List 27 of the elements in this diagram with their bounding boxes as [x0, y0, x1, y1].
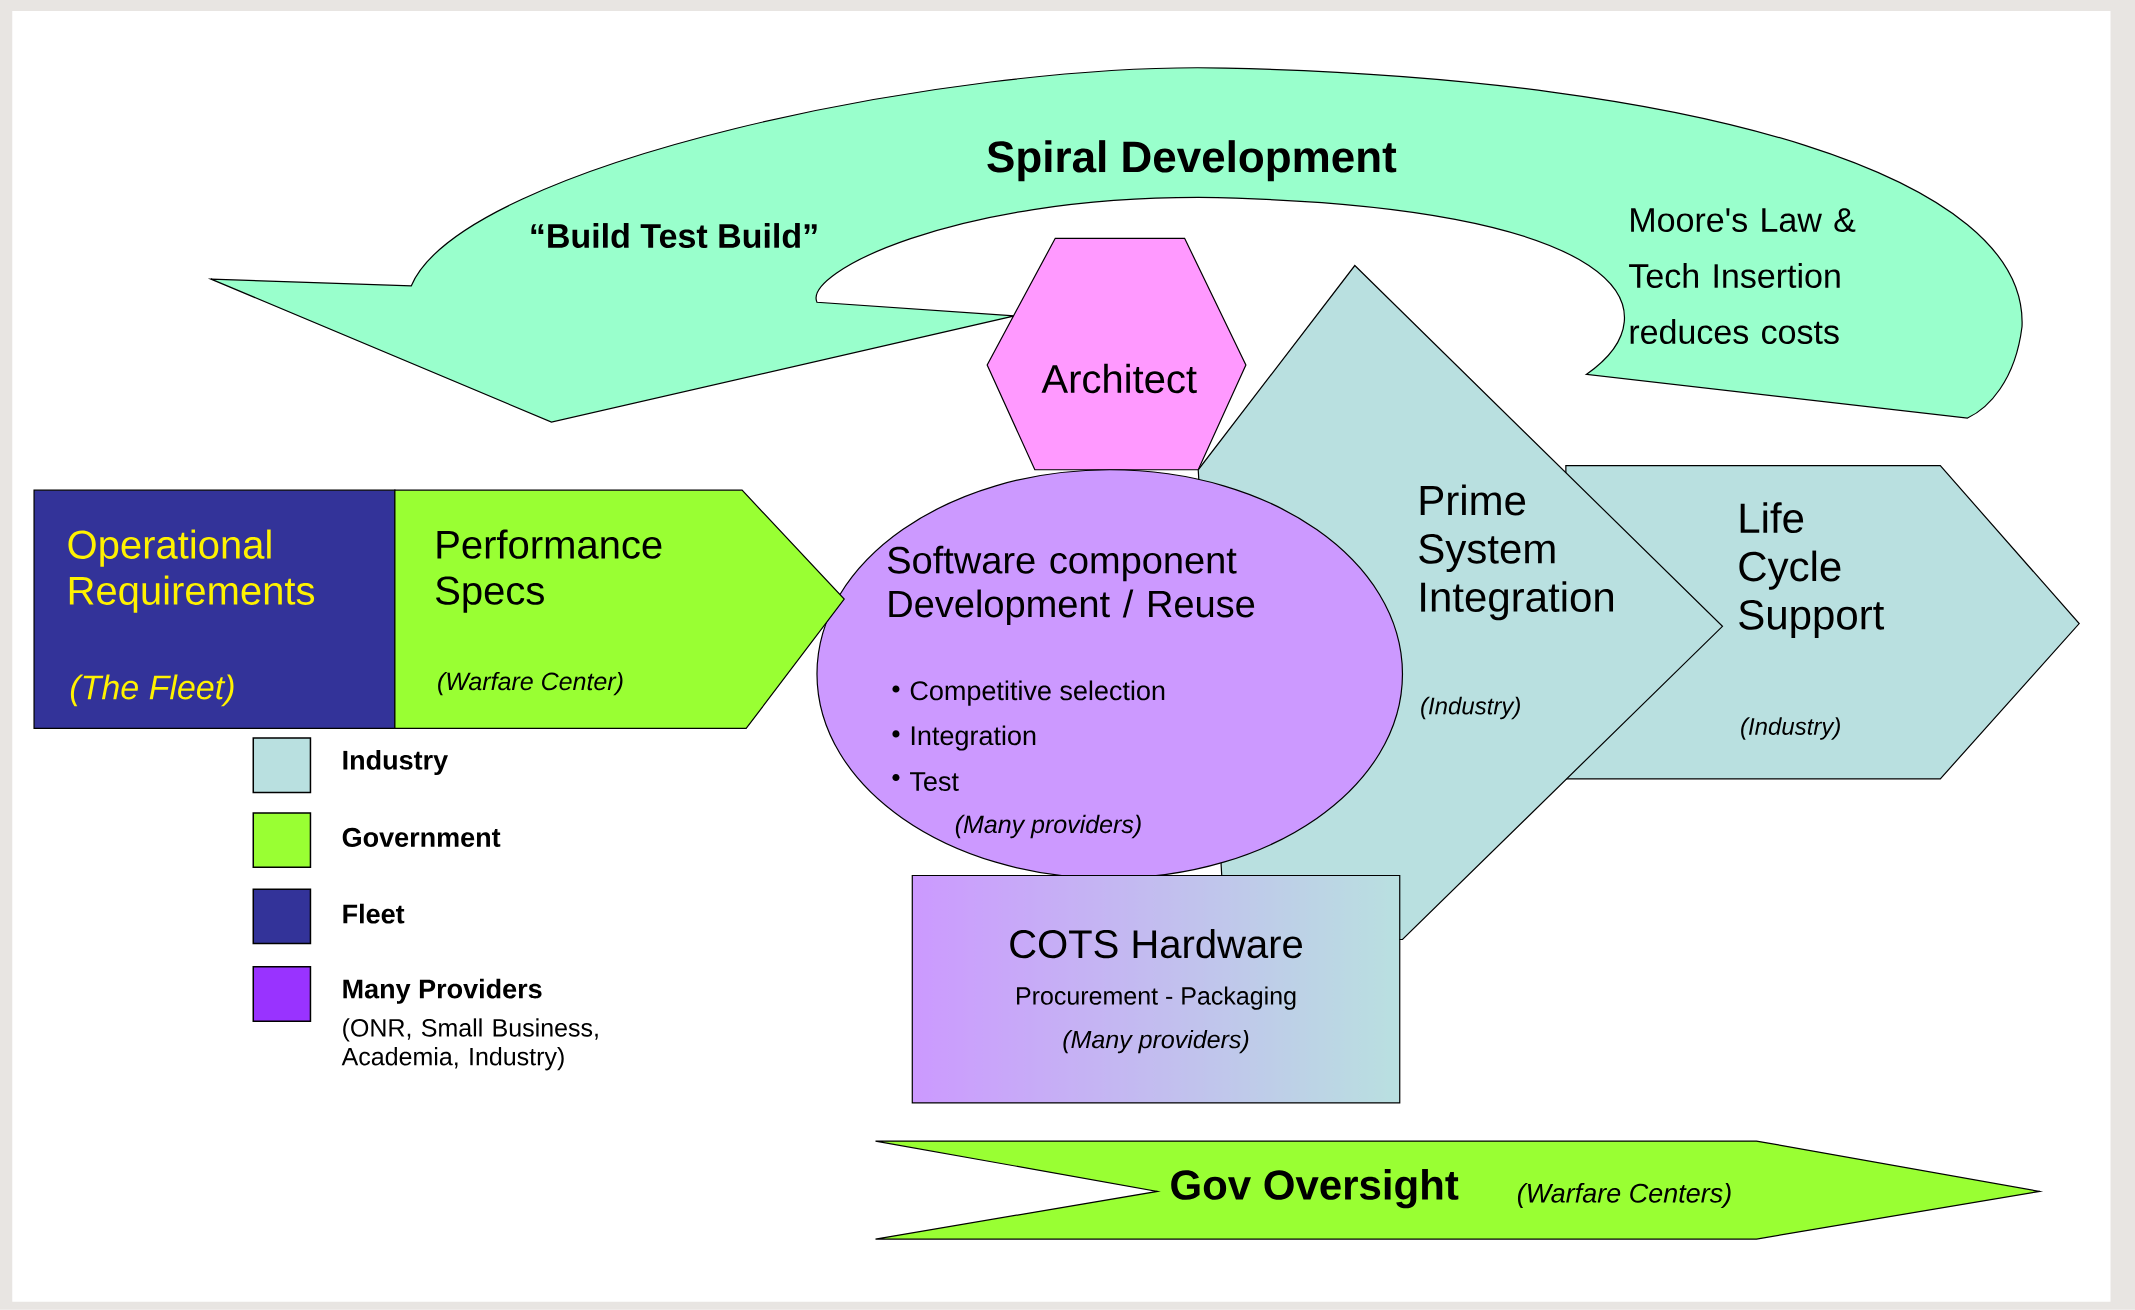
legend-label: Government: [342, 827, 501, 847]
box-note: (The Fleet): [70, 674, 234, 707]
box-text: Procurement - Packaging: [1017, 986, 1296, 1010]
hexagon-label: Architect: [1041, 363, 1197, 394]
arrow-note: Moore's Law & Tech Insertion reduces costs: [1629, 208, 1856, 345]
box-title: COTS Hardware: [1010, 929, 1302, 959]
stage-note: (Industry): [1741, 717, 1840, 740]
arrow-note: (Warfare Centers): [1517, 1183, 1731, 1209]
legend-label: Many Providers: [343, 978, 542, 1004]
arrow-title: Spiral Development: [987, 140, 1397, 182]
legend-label: Fleet: [343, 903, 405, 924]
bullet-item: Competitive selection: [910, 680, 1165, 706]
stage-title: Life Cycle Support: [1739, 502, 1885, 639]
arrow-label: “Build Test Build”: [531, 223, 817, 249]
legend-note: (ONR, Small Business, Academia, Industry): [341, 1018, 598, 1071]
bullet-item: Integration: [911, 725, 1036, 751]
box-title: Operational Requirements: [68, 529, 315, 613]
ellipse-title: Software component Development / Reuse: [888, 545, 1255, 625]
box-note: (Many providers): [1063, 1030, 1249, 1054]
stage-note: (Industry): [1421, 696, 1520, 720]
bullet-item: Test: [910, 772, 959, 792]
arrow-title: Performance Specs: [436, 529, 662, 613]
arrow-title: Gov Oversight: [1171, 1169, 1459, 1209]
legend-label: Industry: [343, 750, 448, 776]
stage-title: Prime System Integration: [1419, 484, 1613, 621]
arrow-note: (Warfare Center): [438, 671, 623, 696]
provider-note: (Many providers): [955, 814, 1141, 839]
